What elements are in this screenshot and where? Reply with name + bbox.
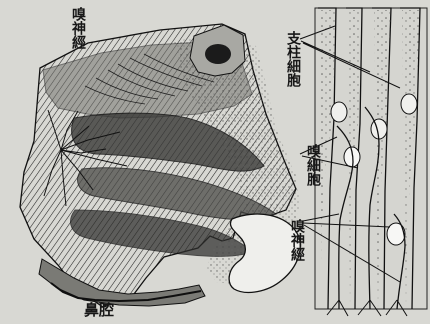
supporting-cell-nucleus (331, 102, 347, 122)
supporting-cell-nucleus (401, 94, 417, 114)
label-supporting-cells: 支柱細胞 (286, 31, 300, 87)
label-olfactory-nerve-right: 嗅神經 (290, 219, 304, 261)
orbital-dark-spot (205, 44, 231, 64)
label-olfactory-nerve-top: 嗅神經 (71, 7, 85, 49)
label-nasal-cavity: 鼻腔 (84, 303, 114, 318)
label-olfactory-cells: 嗅細胞 (306, 144, 320, 186)
olfactory-cell-nucleus (387, 223, 405, 245)
